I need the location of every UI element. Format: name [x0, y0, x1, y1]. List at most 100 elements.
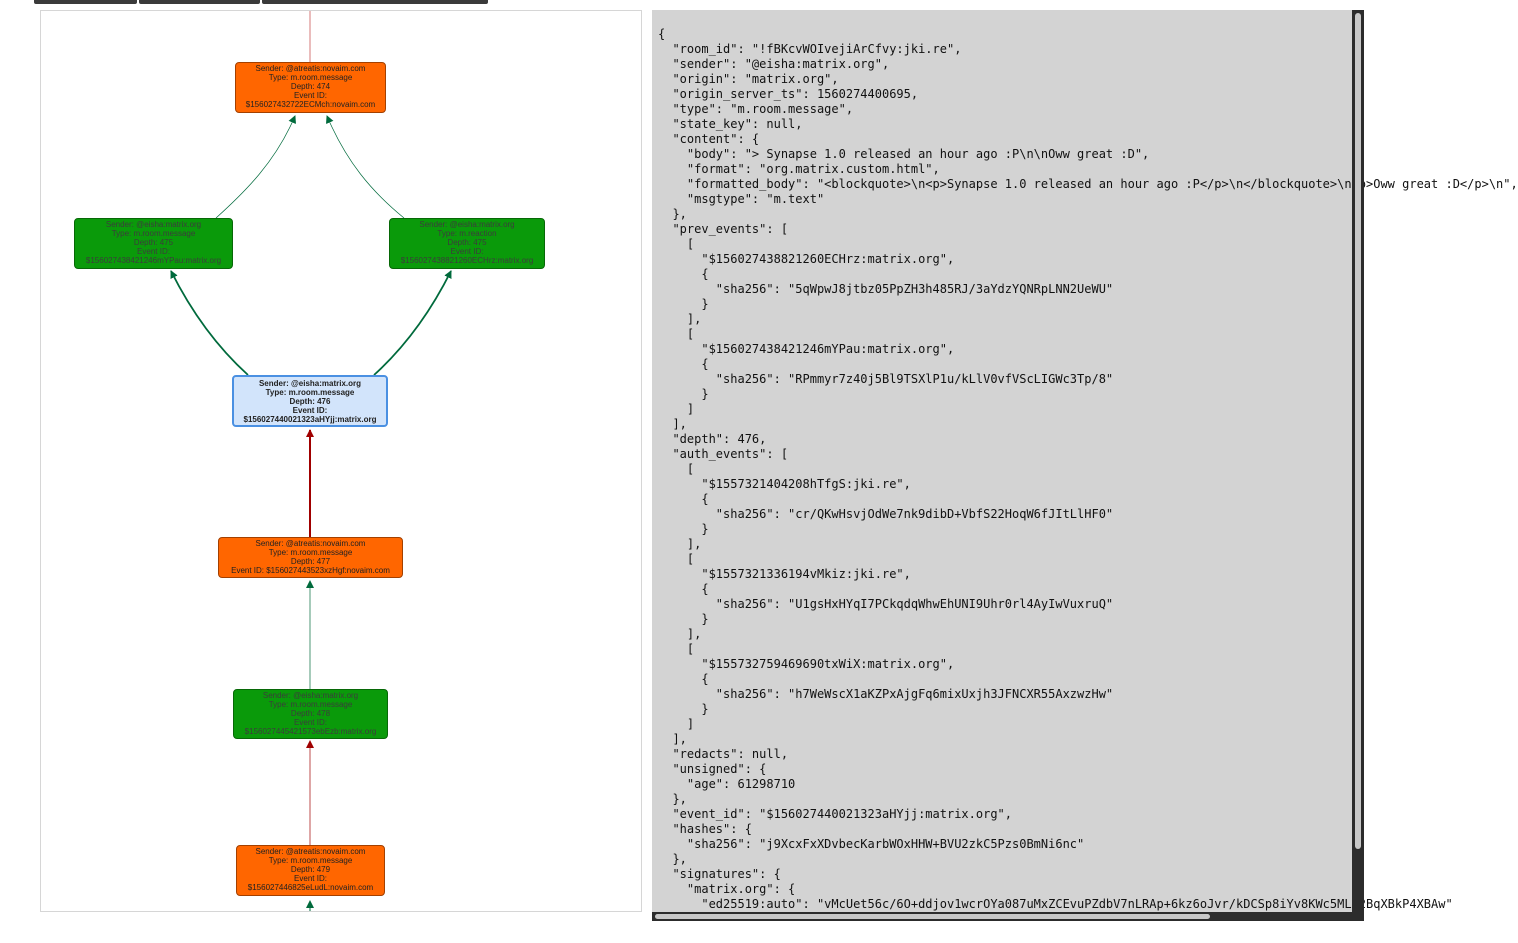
event-node-line: Depth: 476	[289, 396, 331, 406]
json-line: "formatted_body": "<blockquote>\n<p>Syna…	[658, 177, 1518, 191]
json-line: }	[658, 387, 709, 401]
graph-edge	[326, 115, 405, 219]
json-line: "state_key": null,	[658, 117, 803, 131]
json-line: "sender": "@eisha:matrix.org",	[658, 57, 890, 71]
json-line: "body": "> Synapse 1.0 released an hour …	[658, 147, 1150, 161]
json-line: ],	[658, 732, 687, 746]
vertical-scrollbar[interactable]	[1352, 10, 1364, 921]
event-node-line: Event ID:	[450, 247, 484, 256]
event-node-line: Type: m.room.message	[268, 547, 353, 557]
horizontal-scrollbar-thumb[interactable]	[655, 914, 1210, 919]
json-line: "hashes": {	[658, 822, 752, 836]
json-line: "format": "org.matrix.custom.html",	[658, 162, 940, 176]
json-line: "origin_server_ts": 1560274400695,	[658, 87, 919, 101]
event-node-line: Sender: @atreatis:novaim.com	[255, 538, 366, 548]
event-node-line: Depth: 479	[290, 865, 331, 874]
json-line: ],	[658, 627, 702, 641]
json-line: "sha256": "j9XcxFxXDvbecKarbWOxHHW+BVU2z…	[658, 837, 1085, 851]
json-line: [	[658, 462, 695, 476]
event-node-line: Sender: @eisha:matrix.org	[105, 220, 202, 229]
event-node-line: Type: m.room.message	[265, 387, 355, 397]
event-node-line: Sender: @eisha:matrix.org	[262, 690, 359, 700]
event-node-line: $156027432722ECMch:novaim.com	[245, 100, 376, 109]
json-line: "unsigned": {	[658, 762, 767, 776]
json-line: "$1557321404208hTfgS:jki.re",	[658, 477, 911, 491]
event-node-line: Sender: @atreatis:novaim.com	[255, 64, 366, 73]
event-node-line: Event ID:	[294, 91, 327, 100]
json-line: },	[658, 852, 687, 866]
toolbar-tab-2[interactable]	[139, 0, 260, 4]
json-line: {	[658, 672, 709, 686]
event-node-line: Depth: 475	[133, 238, 174, 247]
json-line: ]	[658, 402, 695, 416]
event-json-text: { "room_id": "!fBKcvWOIvejiArCfvy:jki.re…	[658, 27, 1518, 912]
json-line: "signatures": {	[658, 867, 781, 881]
json-line: {	[658, 27, 666, 41]
json-line: {	[658, 582, 709, 596]
toolbar-tab-3[interactable]	[262, 0, 488, 4]
json-line: }	[658, 612, 709, 626]
json-line: "sha256": "RPmmyr7z40j5Bl9TSXlP1u/kLlV0v…	[658, 372, 1114, 386]
json-line: ],	[658, 312, 702, 326]
json-line: "event_id": "$156027440021323aHYjj:matri…	[658, 807, 1013, 821]
event-node-line: Type: m.reaction	[437, 229, 497, 238]
json-line: "room_id": "!fBKcvWOIvejiArCfvy:jki.re",	[658, 42, 962, 56]
event-node-line: Type: m.room.message	[268, 856, 353, 865]
event-node-line: Depth: 474	[290, 82, 331, 91]
json-line: {	[658, 267, 709, 281]
event-node-line: Event ID: $156027443523xzHgf:novaim.com	[231, 565, 390, 575]
event-node-line: Depth: 478	[290, 708, 331, 718]
json-line: "$155732759469690txWiX:matrix.org",	[658, 657, 955, 671]
event-node-line: Sender: @eisha:matrix.org	[258, 378, 362, 388]
event-node-line: $156027446825eLudL:novaim.com	[247, 883, 374, 892]
json-line: "matrix.org": {	[658, 882, 796, 896]
event-node-line: Type: m.room.message	[268, 699, 353, 709]
json-line: "msgtype": "m.text"	[658, 192, 825, 206]
event-node-line: Depth: 477	[290, 556, 331, 566]
json-line: "sha256": "h7WeWscX1aKZPxAjgFq6mixUxjh3J…	[658, 687, 1114, 701]
event-node-line: $156027445421573ebEzb:matrix.org	[244, 726, 377, 736]
json-line: ],	[658, 417, 687, 431]
event-node-line: Event ID:	[294, 717, 327, 727]
event-node-line: Depth: 475	[447, 238, 487, 247]
json-line: "redacts": null,	[658, 747, 789, 761]
event-node-line: $156027440021323aHYjj:matrix.org	[243, 414, 377, 424]
event-node-line: Event ID:	[137, 247, 170, 256]
event-node-line: Sender: @eisha:matrix.org	[419, 220, 515, 229]
event-node-line: Sender: @atreatis:novaim.com	[255, 847, 366, 856]
json-line: {	[658, 492, 709, 506]
toolbar-tab-1[interactable]	[34, 0, 137, 4]
json-line: }	[658, 522, 709, 536]
json-line: "$1557321336194vMkiz:jki.re",	[658, 567, 911, 581]
event-graph-edges	[170, 11, 452, 911]
json-line: [	[658, 642, 695, 656]
json-line: [	[658, 237, 695, 251]
json-line: [	[658, 552, 695, 566]
json-line: "sha256": "U1gsHxHYqI7PCkqdqWhwEhUNI9Uhr…	[658, 597, 1114, 611]
json-line: ],	[658, 537, 702, 551]
json-line: },	[658, 792, 687, 806]
json-line: "content": {	[658, 132, 760, 146]
json-line: "sha256": "cr/QKwHsvjOdWe7nk9dibD+VbfS22…	[658, 507, 1114, 521]
json-line: "$156027438421246mYPau:matrix.org",	[658, 342, 955, 356]
json-line: "depth": 476,	[658, 432, 767, 446]
horizontal-scrollbar[interactable]	[652, 912, 1352, 921]
vertical-scrollbar-thumb[interactable]	[1355, 13, 1361, 849]
event-node-line: Type: m.room.message	[111, 229, 196, 238]
event-json-panel[interactable]: { "room_id": "!fBKcvWOIvejiArCfvy:jki.re…	[652, 10, 1518, 921]
json-line: "type": "m.room.message",	[658, 102, 854, 116]
graph-edge	[170, 270, 249, 376]
json-line: }	[658, 702, 709, 716]
event-node-line: Type: m.room.message	[268, 73, 353, 82]
json-line: },	[658, 207, 687, 221]
event-node-line: Event ID:	[294, 874, 327, 883]
json-line: "sha256": "5qWpwJ8jtbz05PpZH3h485RJ/3aYd…	[658, 282, 1114, 296]
